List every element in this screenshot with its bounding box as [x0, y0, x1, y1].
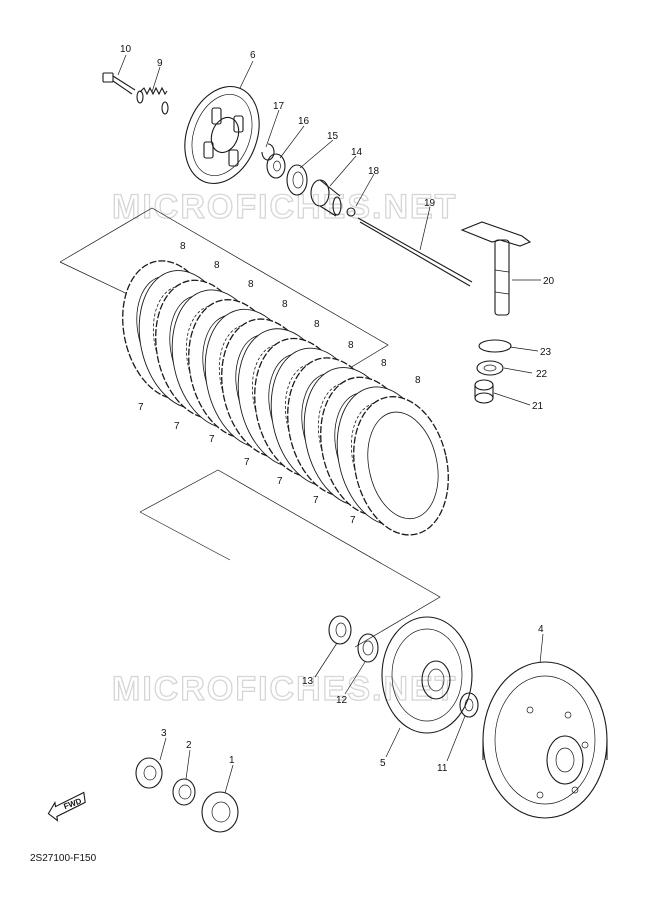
callout-6[interactable]: 6: [250, 50, 256, 61]
leader-lines: [117, 54, 544, 794]
callout-8-f[interactable]: 8: [348, 340, 354, 351]
callout-22[interactable]: 22: [536, 369, 548, 380]
part-3-nut[interactable]: [135, 757, 163, 789]
callout-21[interactable]: 21: [532, 401, 544, 412]
watermark-lower: MICROFICHES.NET: [112, 670, 457, 708]
part-10-bolt[interactable]: [102, 72, 136, 95]
callout-16[interactable]: 16: [298, 116, 310, 127]
callout-8-c[interactable]: 8: [248, 279, 254, 290]
callout-8-h[interactable]: 8: [415, 375, 421, 386]
callout-20[interactable]: 20: [543, 276, 555, 287]
part-15-bearing[interactable]: [286, 164, 308, 196]
part-9-spring[interactable]: [136, 86, 169, 115]
friction-plate[interactable]: [341, 388, 460, 544]
callout-1[interactable]: 1: [229, 755, 235, 766]
callout-9[interactable]: 9: [157, 58, 163, 69]
part-21-bearing[interactable]: [474, 379, 494, 404]
watermark-upper: MICROFICHES.NET: [112, 188, 457, 226]
callout-11[interactable]: 11: [437, 763, 448, 774]
part-20-push-lever-shaft[interactable]: [460, 221, 532, 316]
callout-19[interactable]: 19: [424, 198, 436, 209]
part-6-pressure-plate[interactable]: [172, 76, 272, 194]
part-11-thrust-washer[interactable]: [459, 692, 479, 718]
callout-7-f[interactable]: 7: [313, 495, 319, 506]
callout-12[interactable]: 12: [336, 695, 348, 706]
callout-7-a[interactable]: 7: [138, 402, 144, 413]
callout-13[interactable]: 13: [302, 676, 314, 687]
part-5-clutch-boss[interactable]: [381, 616, 473, 734]
part-1-gear[interactable]: [201, 791, 239, 833]
part-17-circlip[interactable]: [261, 143, 275, 161]
callout-18[interactable]: 18: [368, 166, 380, 177]
part-18-ball[interactable]: [346, 207, 356, 217]
callout-17[interactable]: 17: [273, 101, 285, 112]
part-12-lock-washer[interactable]: [357, 633, 379, 663]
callout-23[interactable]: 23: [540, 347, 552, 358]
part-2-washer[interactable]: [172, 778, 196, 806]
callout-8-b[interactable]: 8: [214, 260, 220, 271]
callout-8-a[interactable]: 8: [180, 241, 186, 252]
part-13-nut[interactable]: [328, 615, 352, 645]
callout-2[interactable]: 2: [186, 740, 192, 751]
callout-7-c[interactable]: 7: [209, 434, 215, 445]
callout-10[interactable]: 10: [120, 44, 132, 55]
callout-labels: 10 9 6 17 16 15 14 18 19 20 23 22 21 8 8…: [120, 44, 555, 774]
part-4-clutch-housing[interactable]: [482, 661, 608, 819]
callout-7-b[interactable]: 7: [174, 421, 180, 432]
part-19-push-rod[interactable]: [357, 217, 473, 287]
callout-14[interactable]: 14: [351, 147, 363, 158]
part-23-circlip[interactable]: [478, 339, 512, 353]
clutch-plate-stack: [122, 260, 460, 544]
callout-8-d[interactable]: 8: [282, 299, 288, 310]
part-16-washer[interactable]: [266, 153, 286, 179]
callout-8-e[interactable]: 8: [314, 319, 320, 330]
callout-4[interactable]: 4: [538, 624, 544, 635]
callout-15[interactable]: 15: [327, 131, 339, 142]
part-22-oil-seal[interactable]: [476, 360, 504, 376]
callout-8-g[interactable]: 8: [381, 358, 387, 369]
callout-3[interactable]: 3: [161, 728, 167, 739]
callout-7-g[interactable]: 7: [350, 515, 356, 526]
callout-7-e[interactable]: 7: [277, 476, 283, 487]
diagram-code: 2S27100-F150: [30, 853, 97, 864]
callout-5[interactable]: 5: [380, 758, 386, 769]
fwd-arrow: FWD: [47, 791, 86, 822]
callout-7-d[interactable]: 7: [244, 457, 250, 468]
part-14-push-rod-piece[interactable]: [310, 179, 342, 217]
